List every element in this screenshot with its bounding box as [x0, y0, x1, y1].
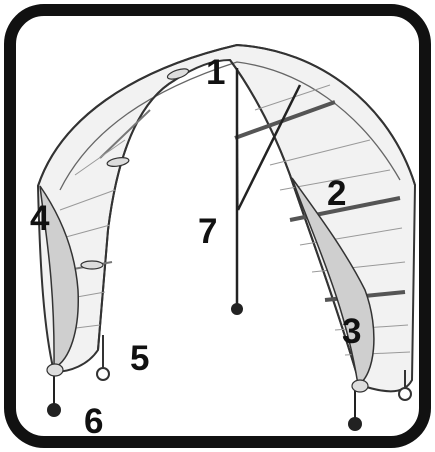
left-back-pigtail — [97, 368, 109, 380]
right-front-line-knot — [348, 417, 362, 431]
label-2: 2 — [327, 174, 346, 213]
label-5: 5 — [130, 339, 149, 378]
label-7: 7 — [198, 212, 217, 251]
center-line-attachment — [231, 303, 243, 315]
right-tip-bumper — [352, 380, 368, 392]
left-tip-bumper — [47, 364, 63, 376]
right-back-pigtail — [399, 388, 411, 400]
left-front-line-knot — [47, 403, 61, 417]
label-3: 3 — [342, 312, 361, 351]
valve-3 — [81, 261, 103, 269]
label-4: 4 — [30, 199, 50, 238]
label-6: 6 — [84, 402, 103, 441]
label-1: 1 — [206, 53, 225, 92]
